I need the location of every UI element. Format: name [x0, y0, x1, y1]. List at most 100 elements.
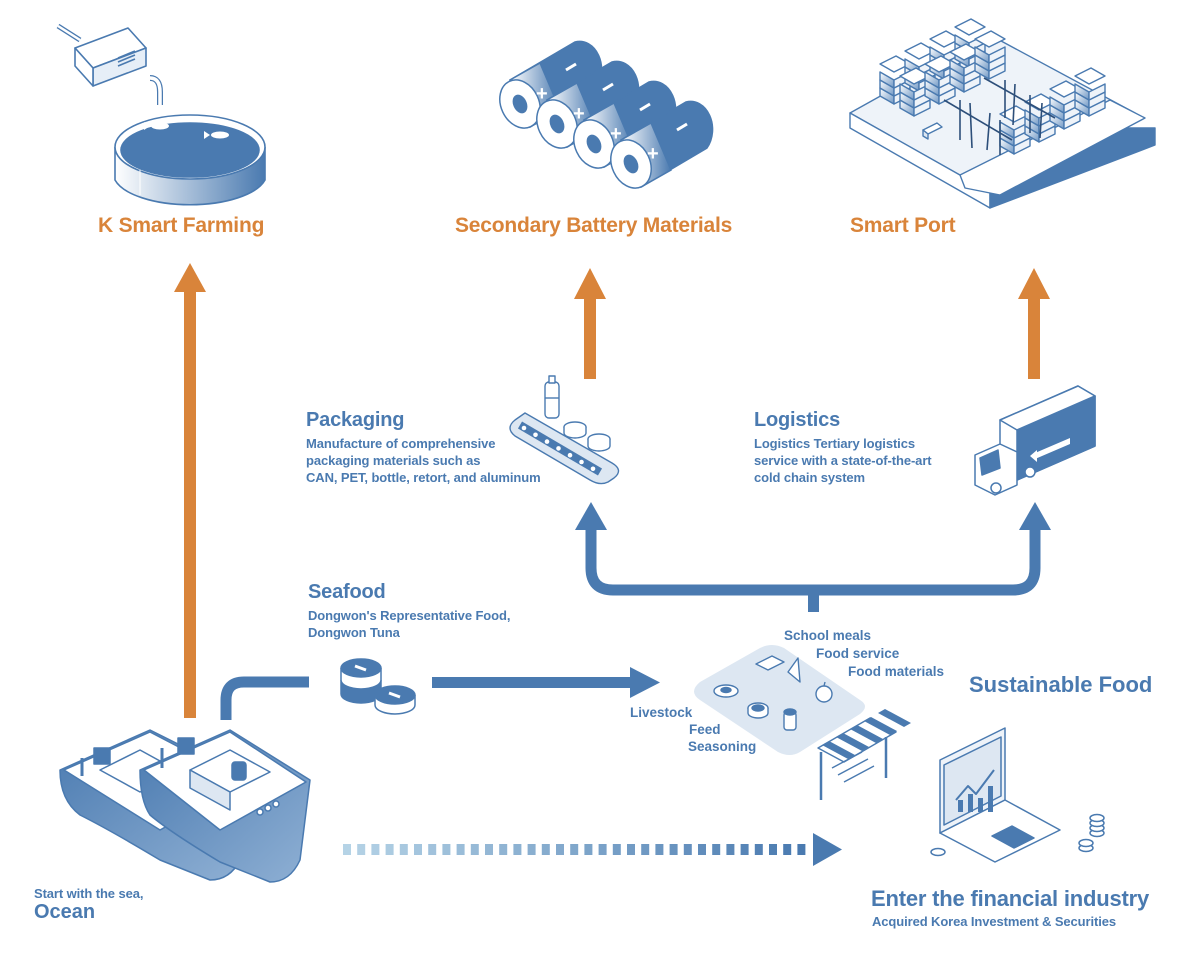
dotted-arrow-segment	[598, 844, 607, 855]
svg-text:+: +	[647, 143, 659, 165]
conveyor-roller	[590, 466, 596, 472]
conveyor-roller	[556, 446, 561, 451]
arrow-packaging-to-battery	[574, 268, 606, 379]
container-top	[954, 18, 986, 36]
coin	[1089, 813, 1105, 823]
packaging-description-line: Manufacture of comprehensive	[306, 436, 496, 451]
dotted-arrow-segment	[726, 844, 735, 855]
awning-stripe	[864, 717, 897, 735]
dotted-arrow-segment	[754, 844, 763, 855]
dotted-arrow-segment	[655, 844, 664, 855]
logistics-description-line: service with a state-of-the-art	[754, 453, 932, 468]
target-label-smart-port: Smart Port	[850, 214, 956, 237]
arrow-seafood-to-food	[432, 667, 660, 698]
dotted-arrow-segment	[343, 844, 351, 855]
food-label-school-meals: School meals	[784, 628, 872, 643]
tuna-can-icon	[340, 658, 416, 715]
chart-bar	[978, 798, 983, 812]
dotted-arrow-segment	[470, 844, 479, 855]
awning-stripe	[836, 733, 869, 751]
battery-cell: +	[610, 100, 714, 189]
dotted-arrow-segment	[797, 844, 806, 855]
dotted-arrow-segment	[641, 844, 650, 855]
container-box	[988, 46, 1006, 64]
svg-text:+: +	[610, 123, 622, 145]
svg-text:+: +	[573, 103, 585, 125]
battery-cell: +	[573, 80, 677, 169]
dotted-arrow-segment	[371, 844, 380, 855]
dotted-arrow-segment	[541, 844, 550, 855]
packaging-description: Manufacture of comprehensive packaging m…	[306, 435, 541, 486]
dotted-arrow-segment	[499, 844, 508, 855]
logistics-title: Logistics	[754, 409, 840, 431]
dotted-arrow-segment	[570, 844, 579, 855]
food-label-livestock: Livestock	[630, 705, 693, 720]
seafood-description: Dongwon's Representative Food, Dongwon T…	[308, 607, 510, 641]
coin	[1078, 838, 1094, 848]
seafood-description-line: Dongwon's Representative Food,	[308, 608, 511, 623]
dotted-arrow-segment	[769, 844, 777, 855]
arrow-logistics-to-port	[1018, 268, 1050, 379]
dotted-arrow-segment	[669, 844, 678, 855]
chart-bar	[968, 794, 973, 812]
logistics-description-line: Logistics Tertiary logistics	[754, 436, 915, 451]
dotted-arrow-segment	[698, 844, 706, 855]
svg-text:+: +	[536, 83, 548, 105]
logistics-description: Logistics Tertiary logistics service wit…	[754, 435, 932, 486]
battery-cell: +	[499, 40, 603, 129]
seafood-description-line: Dongwon Tuna	[308, 625, 400, 640]
ocean-subtitle: Start with the sea,	[34, 886, 144, 901]
awning-stripe	[822, 741, 855, 759]
chart-bar	[958, 800, 963, 812]
logistics-description-line: cold chain system	[754, 470, 866, 485]
dotted-arrow-segment	[357, 844, 366, 855]
dotted-arrow-segment	[783, 844, 792, 855]
fish-farm-tank-icon	[56, 23, 266, 206]
food-label-feed: Feed	[689, 722, 721, 737]
target-label-k-smart-farming: K Smart Farming	[98, 214, 265, 237]
dotted-arrow-segment	[527, 844, 536, 855]
dotted-arrow-segment	[399, 844, 408, 855]
dotted-arrow-head	[813, 833, 842, 866]
target-label-secondary-battery: Secondary Battery Materials	[455, 214, 733, 237]
financial-subtitle: Acquired Korea Investment & Securities	[872, 914, 1117, 929]
arrow-ocean-to-financial-dotted	[343, 833, 842, 866]
container-port-icon	[849, 18, 1156, 209]
sustainable-food-title: Sustainable Food	[969, 672, 1153, 697]
dotted-arrow-segment	[428, 844, 437, 855]
seafood-title: Seafood	[308, 581, 386, 603]
ocean-title: Ocean	[34, 901, 96, 923]
conveyor-roller	[579, 459, 584, 465]
arrow-ocean-to-seafood	[220, 676, 309, 720]
conveyor-roller	[567, 452, 573, 458]
packaging-description-line: packaging materials such as	[306, 453, 481, 468]
dotted-arrow-segment	[683, 844, 692, 855]
awning-stripe	[878, 709, 911, 727]
packaging-title: Packaging	[306, 409, 405, 431]
awning-stripe	[850, 725, 883, 743]
dotted-arrow-segment	[485, 844, 493, 855]
chart-bar	[988, 786, 993, 812]
laptop-chart-icon	[930, 727, 1105, 863]
dotted-arrow-segment	[712, 844, 721, 855]
financial-title: Enter the financial industry	[871, 886, 1150, 911]
conveyor-roller	[544, 439, 550, 444]
dotted-arrow-segment	[612, 844, 621, 855]
fishing-ships-icon	[59, 729, 311, 883]
arrow-ocean-to-farming	[174, 263, 206, 718]
food-market-stall-icon	[694, 645, 911, 800]
dotted-arrow-segment	[584, 844, 593, 855]
dotted-arrow-segment	[385, 844, 394, 855]
conveyor-belt-icon	[509, 375, 620, 485]
dotted-arrow-segment	[627, 844, 635, 855]
packaging-description-line: CAN, PET, bottle, retort, and aluminum	[306, 470, 541, 485]
dotted-arrow-segment	[456, 844, 465, 855]
battery-icon: + + + +	[499, 40, 714, 189]
food-label-seasoning: Seasoning	[688, 739, 757, 754]
container-top	[974, 30, 1006, 48]
conveyor-roller	[521, 425, 527, 431]
container-box	[1088, 83, 1106, 101]
dotted-arrow-segment	[556, 844, 564, 855]
dotted-arrow-segment	[414, 844, 422, 855]
